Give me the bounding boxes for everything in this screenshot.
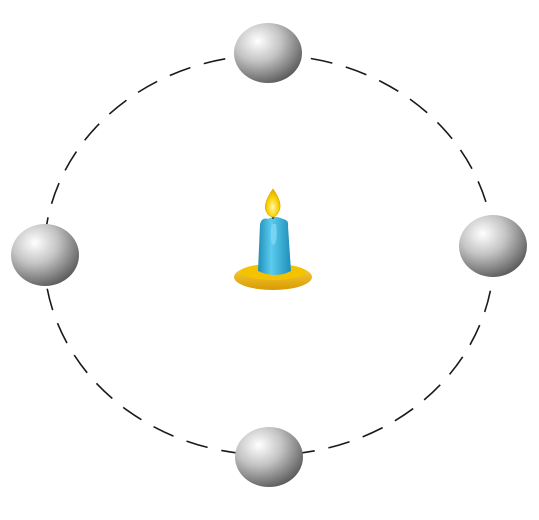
globe-icon bbox=[235, 427, 303, 487]
globe-left bbox=[11, 200, 79, 310]
globe-icon bbox=[234, 23, 302, 83]
candle-icon bbox=[234, 189, 312, 290]
globe-icon bbox=[459, 215, 527, 277]
globe-icon bbox=[11, 224, 79, 286]
globe-bottom bbox=[235, 402, 303, 514]
flame-icon bbox=[265, 189, 280, 217]
globe-right bbox=[459, 192, 527, 302]
globe-top bbox=[234, 0, 302, 110]
